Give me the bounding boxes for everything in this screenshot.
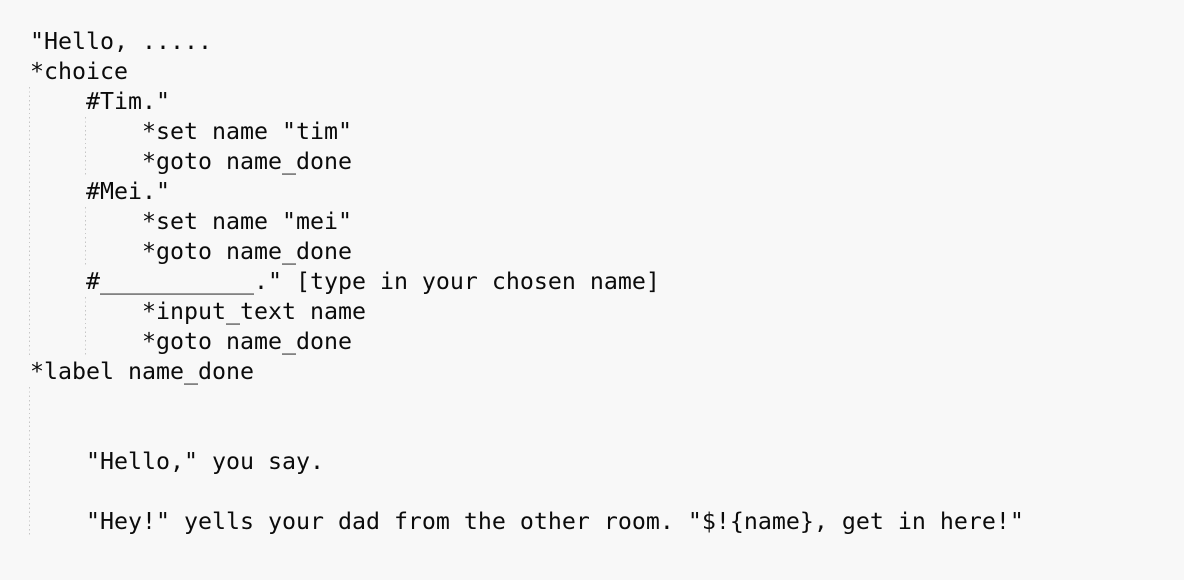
indent-guide — [85, 207, 86, 267]
indent-guide — [29, 387, 30, 537]
code-line[interactable] — [30, 387, 1024, 417]
code-line[interactable] — [30, 417, 1024, 447]
code-line[interactable]: *goto name_done — [30, 238, 352, 265]
indent-guide — [85, 117, 86, 177]
code-line[interactable]: *set name "tim" — [30, 118, 352, 145]
code-line[interactable]: "Hey!" yells your dad from the other roo… — [30, 508, 1024, 535]
indent-guide — [29, 87, 30, 357]
code-line[interactable]: *goto name_done — [30, 148, 352, 175]
code-line[interactable]: *label name_done — [30, 358, 254, 385]
code-line[interactable] — [30, 477, 1024, 507]
code-line[interactable]: *set name "mei" — [30, 208, 352, 235]
code-line[interactable]: *input_text name — [30, 298, 366, 325]
code-line[interactable]: "Hello, ..... — [30, 28, 212, 55]
code-line[interactable]: #___________." [type in your chosen name… — [30, 268, 660, 295]
code-line[interactable]: *choice — [30, 58, 128, 85]
code-lines: "Hello, ..... *choice #Tim." *set name "t… — [30, 27, 1024, 537]
code-line[interactable]: "Hello," you say. — [30, 448, 324, 475]
code-line[interactable]: *goto name_done — [30, 328, 352, 355]
code-line[interactable]: #Mei." — [30, 178, 170, 205]
indent-guide — [85, 297, 86, 357]
code-line[interactable]: #Tim." — [30, 88, 170, 115]
